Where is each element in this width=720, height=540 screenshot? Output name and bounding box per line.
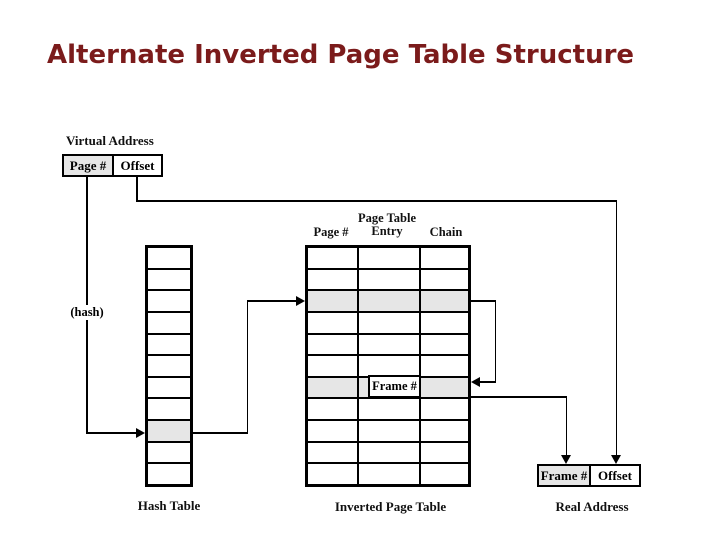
- ipt-cell: [357, 442, 421, 463]
- line-hash-out-v: [246, 301, 248, 433]
- virtual-page-field: Page #: [64, 156, 114, 175]
- line-chain-h1: [471, 300, 496, 302]
- ipt-cell: [308, 291, 357, 311]
- frame-pointer-box: Frame #: [368, 375, 421, 398]
- ipt-cell: [308, 248, 357, 268]
- ipt-cell: [308, 421, 357, 441]
- ipt-row: [308, 377, 468, 400]
- arrow-into-real-offset: [611, 455, 621, 464]
- line-chain-h2: [480, 381, 496, 383]
- ipt-header-page: Page #: [313, 225, 349, 239]
- ipt-cell: [308, 464, 357, 484]
- ipt-row: [308, 248, 468, 270]
- ipt-cell: [308, 377, 357, 398]
- ipt-row: [308, 464, 468, 485]
- ipt-cell: [421, 313, 468, 333]
- hash-table-row: [148, 442, 190, 465]
- ipt-row: [308, 399, 468, 422]
- ipt-cell: [308, 335, 357, 355]
- hash-table-row: [148, 269, 190, 292]
- ipt-row: [308, 442, 468, 465]
- ipt-row: [308, 291, 468, 313]
- arrow-into-hash-table: [136, 428, 145, 438]
- hash-table: [145, 245, 193, 487]
- ipt-cell: [421, 356, 468, 376]
- line-frame-out-v: [565, 396, 567, 455]
- arrow-into-real-frame: [561, 455, 571, 464]
- hash-function-label: (hash): [63, 305, 111, 320]
- inverted-page-table: [305, 245, 471, 487]
- hash-table-row: [148, 421, 190, 443]
- hash-table-row: [148, 399, 190, 422]
- line-offset-v2: [615, 200, 617, 455]
- hash-table-row: [148, 312, 190, 335]
- hash-table-row: [148, 356, 190, 378]
- ipt-cell: [357, 399, 421, 420]
- real-address-label: Real Address: [555, 499, 629, 514]
- hash-table-row: [148, 334, 190, 357]
- real-address-box: Frame # Offset: [537, 464, 641, 487]
- line-chain-v: [494, 300, 496, 382]
- line-hash-out-h: [193, 432, 248, 434]
- ipt-cell: [421, 335, 468, 355]
- line-hash-out-h2: [247, 300, 297, 302]
- real-offset-field: Offset: [591, 466, 639, 485]
- ipt-cell: [308, 399, 357, 419]
- ipt-cell: [357, 356, 421, 376]
- slide-title: Alternate Inverted Page Table Structure: [47, 40, 635, 70]
- ipt-cell: [357, 464, 421, 485]
- ipt-cell: [357, 334, 421, 355]
- hash-table-row: [148, 248, 190, 270]
- ipt-cell: [421, 270, 468, 290]
- arrow-chain-into-row: [471, 377, 480, 387]
- virtual-offset-field: Offset: [114, 156, 161, 175]
- ipt-row: [308, 421, 468, 443]
- ipt-row: [308, 269, 468, 292]
- hash-table-label: Hash Table: [137, 498, 201, 513]
- virtual-address-label: Virtual Address: [66, 133, 154, 148]
- hash-table-row: [148, 291, 190, 313]
- arrow-into-ipt: [296, 296, 305, 306]
- ipt-cell: [357, 312, 421, 333]
- ipt-cell: [308, 313, 357, 333]
- ipt-cell: [357, 269, 421, 290]
- real-frame-field: Frame #: [539, 466, 591, 485]
- ipt-cell: [421, 377, 468, 398]
- hash-table-row: [148, 464, 190, 485]
- ipt-header-chain: Chain: [429, 225, 463, 239]
- line-frame-out-h: [471, 396, 567, 398]
- ipt-cell: [421, 443, 468, 463]
- ipt-cell: [357, 291, 421, 311]
- ipt-cell: [421, 399, 468, 419]
- ipt-cell: [308, 270, 357, 290]
- ipt-cell: [421, 291, 468, 311]
- ipt-cell: [308, 443, 357, 463]
- ipt-row: [308, 312, 468, 335]
- line-offset-v1: [136, 177, 138, 201]
- ipt-cell: [421, 464, 468, 484]
- inverted-page-table-label: Inverted Page Table: [334, 499, 447, 514]
- virtual-address-box: Page # Offset: [62, 154, 163, 177]
- ipt-cell: [421, 248, 468, 268]
- line-page-to-hash-h: [86, 432, 137, 434]
- ipt-cell: [357, 248, 421, 268]
- line-offset-h: [136, 200, 617, 202]
- ipt-cell: [308, 356, 357, 376]
- ipt-cell: [421, 421, 468, 441]
- ipt-header-page-table-entry: Page Table Entry: [358, 211, 416, 238]
- hash-table-row: [148, 377, 190, 400]
- ipt-row: [308, 334, 468, 357]
- ipt-cell: [357, 421, 421, 441]
